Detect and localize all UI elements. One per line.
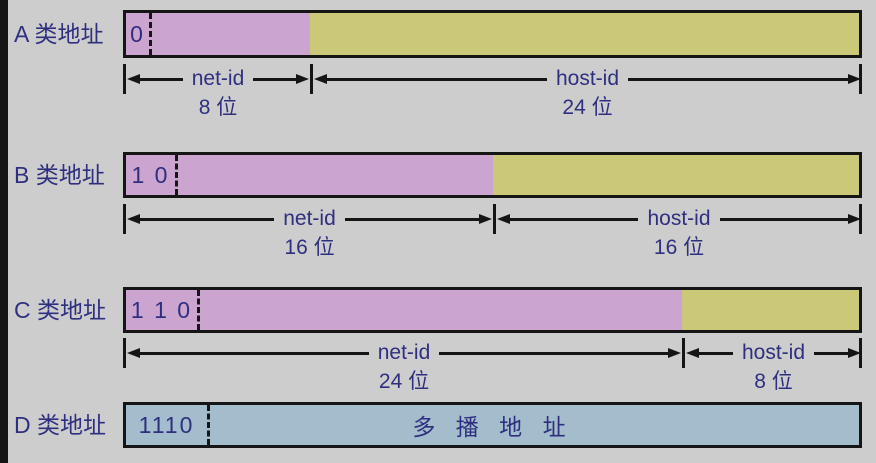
netid-label: net-id: [283, 207, 336, 230]
arrow-line: [699, 351, 733, 355]
class-a-net-segment: 0: [126, 13, 310, 55]
class-c-hostid-span: host-id 8 位: [682, 338, 862, 393]
netid-bits-label: 24 位: [378, 370, 430, 393]
measure-tick: [859, 204, 862, 234]
arrow-line: [814, 351, 848, 355]
hostid-range-arrow: host-id: [685, 338, 862, 368]
class-d-prefix-bits: 1110: [126, 405, 210, 445]
netid-label: net-id: [377, 341, 431, 364]
row-label-class-a: A 类地址: [14, 21, 104, 47]
class-c-address-bar: 1 1 0: [123, 287, 862, 333]
arrowhead-right-icon: [848, 348, 861, 358]
arrow-line: [628, 77, 848, 81]
multicast-address-label: 多 播 地 址: [412, 414, 573, 440]
class-c-host-segment: [682, 290, 859, 330]
arrow-line: [140, 217, 275, 221]
class-c-prefix-bits: 1 1 0: [126, 290, 200, 330]
arrowhead-left-icon: [127, 348, 140, 358]
class-b-net-segment: 1 0: [126, 155, 493, 195]
arrowhead-left-icon: [127, 74, 140, 84]
hostid-bits-label: 16 位: [653, 236, 705, 259]
hostid-label: host-id: [741, 341, 806, 364]
arrow-line: [344, 217, 479, 221]
arrowhead-right-icon: [668, 348, 681, 358]
class-a-hostid-span: host-id 24 位: [310, 64, 862, 119]
class-c-netid-span: net-id 24 位: [123, 338, 682, 393]
arrow-line: [510, 217, 639, 221]
class-c-net-segment: 1 1 0: [126, 290, 682, 330]
class-b-host-segment: [493, 155, 859, 195]
class-b-address-bar: 1 0: [123, 152, 862, 198]
arrowhead-right-icon: [296, 74, 309, 84]
arrowhead-left-icon: [127, 214, 140, 224]
hostid-label: host-id: [647, 207, 711, 230]
hostid-bits-label: 24 位: [562, 96, 613, 119]
netid-range-arrow: net-id: [126, 204, 493, 234]
row-label-class-c: C 类地址: [14, 297, 106, 323]
class-b-hostid-span: host-id 16 位: [493, 204, 862, 259]
hostid-bits-label: 8 位: [754, 370, 793, 393]
hostid-label: host-id: [555, 67, 620, 90]
arrowhead-right-icon: [479, 214, 492, 224]
netid-range-arrow: net-id: [126, 338, 682, 368]
class-a-address-bar: 0: [123, 10, 862, 58]
class-a-host-segment: [310, 13, 859, 55]
arrowhead-left-icon: [314, 74, 327, 84]
arrow-line: [327, 77, 547, 81]
class-d-address-bar: 1110 多 播 地 址: [123, 402, 862, 448]
measure-tick: [859, 338, 862, 368]
class-b-prefix-bits: 1 0: [126, 155, 178, 195]
arrow-line: [439, 351, 668, 355]
arrow-line: [140, 77, 183, 81]
netid-label: net-id: [191, 67, 245, 90]
hostid-range-arrow: host-id: [313, 64, 862, 94]
class-b-netid-span: net-id 16 位: [123, 204, 493, 259]
netid-bits-label: 16 位: [284, 236, 335, 259]
netid-range-arrow: net-id: [126, 64, 310, 94]
row-label-class-b: B 类地址: [14, 162, 105, 188]
row-label-class-d: D 类地址: [14, 412, 106, 438]
netid-bits-label: 8 位: [198, 96, 238, 119]
arrowhead-right-icon: [848, 214, 861, 224]
hostid-range-arrow: host-id: [496, 204, 862, 234]
class-a-prefix-bits: 0: [126, 13, 152, 55]
screen-left-edge: [0, 0, 8, 463]
measure-tick: [859, 64, 862, 94]
arrow-line: [719, 217, 848, 221]
class-a-netid-span: net-id 8 位: [123, 64, 310, 119]
arrow-line: [140, 351, 369, 355]
arrowhead-left-icon: [497, 214, 510, 224]
arrow-line: [253, 77, 296, 81]
arrowhead-left-icon: [686, 348, 699, 358]
arrowhead-right-icon: [848, 74, 861, 84]
